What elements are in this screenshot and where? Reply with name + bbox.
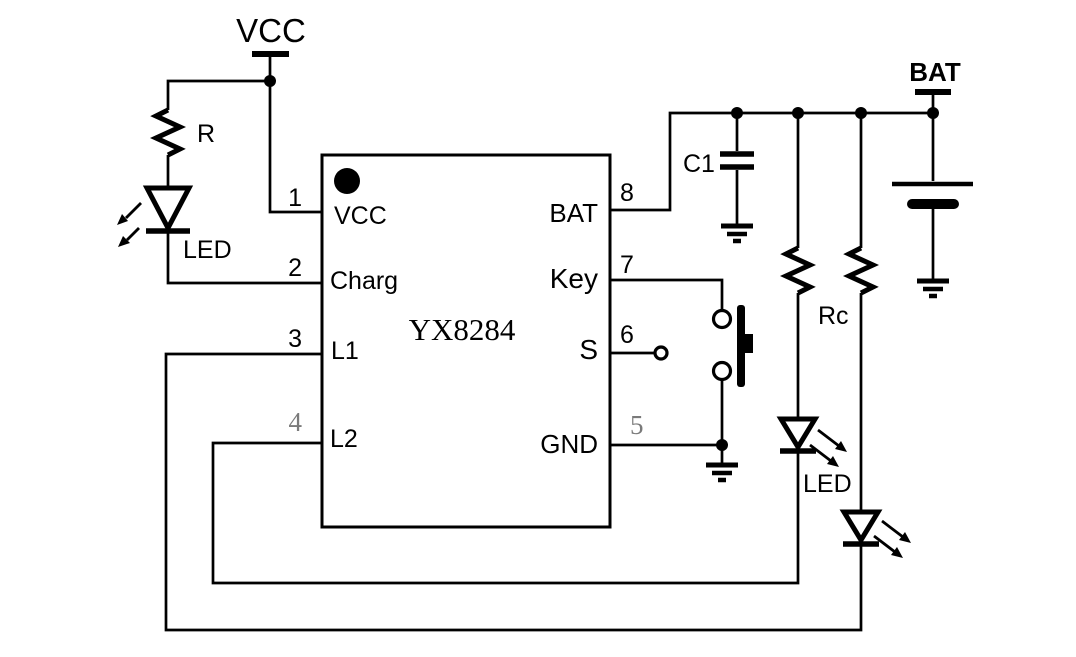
- vcc-rail-label: VCC: [236, 12, 306, 49]
- gnd-connection: [610, 439, 738, 483]
- pin-number-1: 1: [288, 184, 302, 212]
- pin-number-5: 5: [630, 410, 644, 440]
- led-light-arrow: [126, 227, 140, 241]
- wire-vcc-to-pin1: [268, 81, 322, 214]
- led-right-label: LED: [803, 470, 852, 498]
- button-terminal: [711, 308, 733, 330]
- button-nub: [745, 334, 753, 353]
- led-light-arrowhead: [827, 456, 839, 467]
- pin-label-gnd: GND: [540, 429, 598, 459]
- led-output-1: LED: [776, 416, 852, 498]
- chip-part-number: YX8284: [409, 312, 516, 347]
- wire-led-to-charg-pin: [166, 233, 322, 285]
- resistor-r-zigzag: [149, 107, 187, 158]
- vcc-supply-rail: VCC: [236, 12, 306, 87]
- open-terminal-circle: [653, 345, 669, 361]
- resistor-r-label: R: [197, 120, 215, 148]
- led-light-arrow: [873, 534, 896, 554]
- resistor-rc-zigzag: [779, 245, 817, 296]
- led-triangle: [776, 416, 820, 452]
- led-output-2: [839, 509, 911, 558]
- capacitor-c1-label: C1: [683, 150, 715, 178]
- led-light-arrow: [817, 428, 840, 448]
- battery-bat: BAT: [892, 57, 973, 299]
- led-triangle: [142, 185, 194, 234]
- led-light-arrowhead: [891, 547, 903, 558]
- pin1-indicator-dot: [334, 168, 360, 194]
- chip-body: [320, 153, 612, 529]
- pin-number-8: 8: [620, 179, 634, 207]
- led-light-arrow: [125, 202, 142, 219]
- resistor-rc-right: [842, 113, 880, 513]
- led-light-arrowhead: [118, 236, 130, 247]
- pin-label-s: S: [579, 334, 598, 365]
- wire-pin8-bat-rail: [610, 111, 933, 212]
- pin-number-4: 4: [289, 407, 303, 437]
- pin-label-charg: Charg: [330, 267, 398, 295]
- led-charge-indicator: LED: [117, 185, 232, 264]
- capacitor-c1: C1: [683, 113, 754, 244]
- pin-number-2: 2: [288, 254, 302, 282]
- wire-l1-to-output-led2: [164, 352, 863, 632]
- pin6-open-terminal: [610, 345, 669, 361]
- resistor-rc-zigzag: [842, 245, 880, 296]
- button-terminal: [711, 360, 733, 382]
- led-left-label: LED: [183, 236, 232, 264]
- wire-l2-to-output-led1: [211, 441, 800, 585]
- pin-label-vcc: VCC: [334, 202, 387, 230]
- led-light-arrowhead: [117, 214, 128, 225]
- resistor-rc-left: [779, 113, 817, 420]
- resistor-r: R: [149, 107, 215, 188]
- chip-yx8284: YX8284 VCC Charg L1 L2 BAT Key S GND 1 2…: [288, 153, 644, 529]
- led-light-arrow: [881, 519, 904, 539]
- battery-bat-label: BAT: [909, 57, 961, 87]
- pin-number-6: 6: [620, 321, 634, 349]
- led-triangle: [839, 509, 883, 545]
- pin-label-key: Key: [550, 263, 598, 294]
- pin-label-l1: L1: [331, 337, 359, 365]
- button-actuator: [737, 305, 745, 387]
- resistor-rc-label: Rc: [818, 302, 849, 330]
- pin-label-l2: L2: [330, 425, 358, 453]
- led-light-arrowhead: [835, 441, 847, 452]
- pin-number-7: 7: [620, 251, 634, 279]
- led-light-arrowhead: [899, 532, 911, 543]
- wire-key-to-button: [610, 278, 724, 310]
- pin-number-3: 3: [288, 325, 302, 353]
- wire-vcc-to-resistor-r: [166, 79, 270, 110]
- push-button: [610, 278, 753, 445]
- pin-label-bat: BAT: [549, 198, 598, 228]
- led-light-arrow: [809, 443, 832, 463]
